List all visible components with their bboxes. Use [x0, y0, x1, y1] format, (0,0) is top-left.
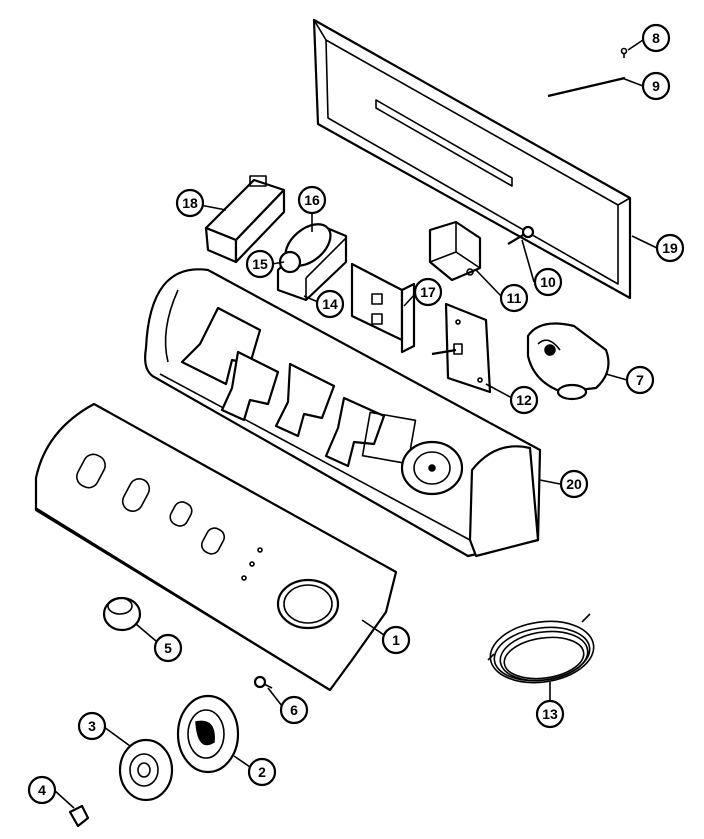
- part-11-relay: [428, 220, 482, 282]
- callout-8: 8: [641, 23, 671, 53]
- callout-7-label: 7: [636, 372, 644, 388]
- callout-13: 13: [535, 699, 565, 729]
- callout-7: 7: [625, 365, 655, 395]
- callout-1: 1: [381, 625, 411, 655]
- callout-5: 5: [153, 633, 183, 663]
- callout-11: 11: [499, 283, 529, 313]
- callout-20: 20: [559, 469, 589, 499]
- callout-15: 15: [245, 249, 275, 279]
- callout-12: 12: [509, 385, 539, 415]
- part-1-control-panel: [34, 402, 398, 692]
- callout-9-label: 9: [652, 78, 660, 94]
- callout-4-label: 4: [38, 782, 46, 798]
- part-12-motor-plate: [431, 302, 492, 394]
- callout-16-label: 16: [304, 192, 320, 208]
- callout-18: 18: [175, 188, 205, 218]
- part-18-switch: [204, 175, 286, 264]
- callout-17: 17: [413, 277, 443, 307]
- callout-16: 16: [297, 185, 327, 215]
- part-4-clip: [68, 804, 90, 828]
- callout-3: 3: [77, 711, 107, 741]
- callout-2: 2: [247, 757, 277, 787]
- part-7-timer: [526, 322, 610, 401]
- callout-5-label: 5: [164, 640, 172, 656]
- part-5-knob: [102, 596, 142, 632]
- callout-10-label: 10: [540, 274, 556, 290]
- callout-9: 9: [641, 71, 671, 101]
- callout-19-label: 19: [662, 240, 678, 256]
- callout-10: 10: [533, 267, 563, 297]
- callout-13-label: 13: [542, 706, 558, 722]
- part-9-rod: [547, 76, 626, 98]
- part-10-screw: [507, 225, 535, 245]
- part-19-rear-panel: [312, 18, 632, 300]
- callout-11-label: 11: [507, 290, 522, 306]
- part-6-screw: [253, 675, 273, 689]
- callout-12-label: 12: [516, 392, 532, 408]
- part-17-bracket: [350, 262, 416, 354]
- callout-4: 4: [27, 775, 57, 805]
- part-8-screw: [620, 47, 628, 58]
- part-13-wire-coil: [487, 613, 595, 684]
- part-2-knob-dial: [176, 694, 240, 774]
- callout-14: 14: [315, 289, 345, 319]
- callout-6-label: 6: [290, 702, 298, 718]
- callout-3-label: 3: [88, 718, 96, 734]
- callout-2-label: 2: [258, 764, 266, 780]
- callout-14-label: 14: [322, 296, 338, 312]
- callout-15-label: 15: [252, 256, 268, 272]
- callout-8-label: 8: [652, 30, 660, 46]
- part-20-console: [144, 268, 542, 558]
- leader-lines: [53, 39, 658, 809]
- part-3-knob: [118, 738, 174, 802]
- callout-20-label: 20: [566, 476, 582, 492]
- callout-19: 19: [655, 233, 685, 263]
- callout-17-label: 17: [420, 284, 436, 300]
- callout-1-label: 1: [392, 632, 400, 648]
- callout-6: 6: [279, 695, 309, 725]
- callout-18-label: 18: [182, 195, 198, 211]
